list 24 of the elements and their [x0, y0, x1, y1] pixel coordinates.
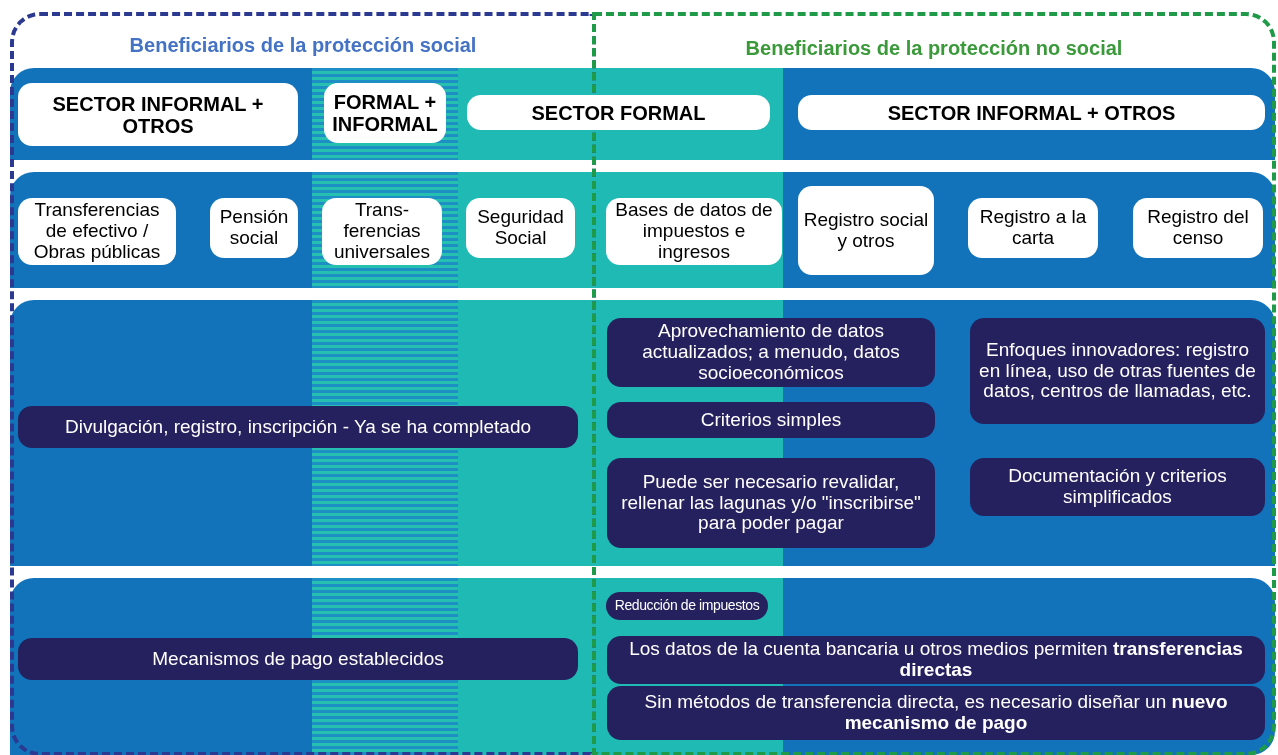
program-label: Trans- ferencias universales	[322, 198, 442, 265]
feature-box: Enfoques innovadores: registro en línea, uso de otras fuentes de datos, centros de llamadas, etc.	[970, 318, 1265, 424]
feature-box: Reducción de impuestos	[606, 592, 768, 620]
program-label: Registro a la carta	[968, 198, 1098, 258]
program-label: Pensión social	[210, 198, 298, 258]
sector-label: SECTOR FORMAL	[467, 95, 770, 130]
feature-box: Mecanismos de pago establecidos	[18, 638, 578, 680]
region-heading: Beneficiarios de la protección social	[128, 34, 478, 57]
feature-box: Los datos de la cuenta bancaria u otros medios permiten transferencias directas	[607, 636, 1265, 684]
region-heading: Beneficiarios de la protección no social	[744, 37, 1124, 60]
program-label: Transferencias de efectivo / Obras públicas	[18, 198, 176, 265]
feature-box: Criterios simples	[607, 402, 935, 438]
feature-box: Aprovechamiento de datos actualizados; a menudo, datos socioeconómicos	[607, 318, 935, 387]
sector-label: SECTOR INFORMAL + OTROS	[798, 95, 1265, 130]
program-label: Seguridad Social	[466, 198, 575, 258]
program-label: Bases de datos de impuestos e ingresos	[606, 198, 782, 265]
program-label: Registro del censo	[1133, 198, 1263, 258]
feature-box: Sin métodos de transferencia directa, es necesario diseñar un nuevo mecanismo de pago	[607, 686, 1265, 740]
sector-label: FORMAL + INFORMAL	[324, 83, 446, 143]
feature-box: Divulgación, registro, inscripción - Ya se ha completado	[18, 406, 578, 448]
program-label: Registro social y otros	[798, 186, 934, 275]
sector-label: SECTOR INFORMAL + OTROS	[18, 83, 298, 146]
feature-box: Puede ser necesario revalidar, rellenar las lagunas y/o "inscribirse" para poder pagar	[607, 458, 935, 548]
feature-box: Documentación y criterios simplificados	[970, 458, 1265, 516]
